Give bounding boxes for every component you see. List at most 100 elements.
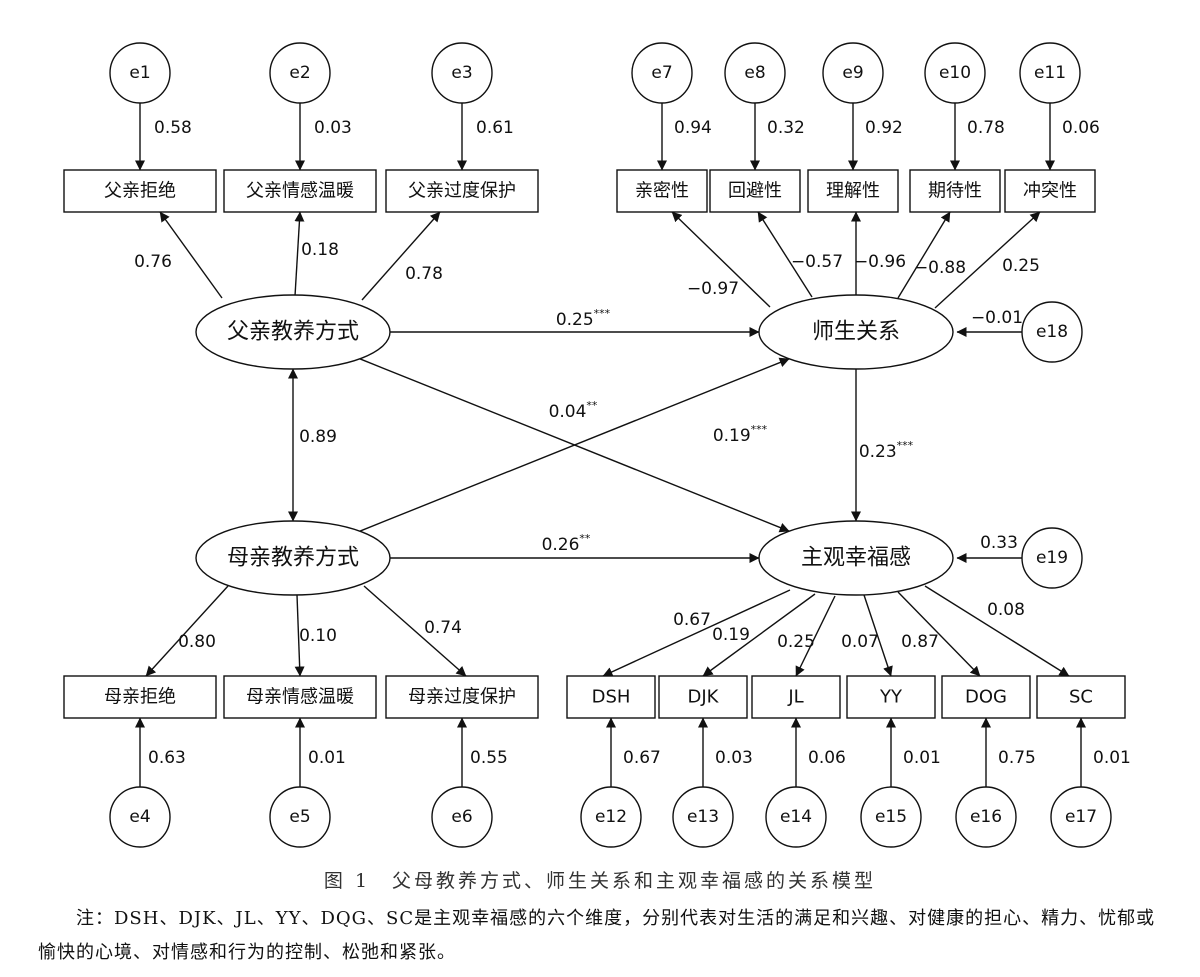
error-e7-label: e7	[651, 63, 672, 83]
teacher-error-coef-1: 0.94	[674, 118, 712, 138]
indicator-father-2-box	[223, 169, 377, 213]
indicator-father-1-label: 父亲拒绝	[104, 181, 176, 202]
swb-loading-path-3	[795, 595, 836, 677]
teacher-loading-path-2	[757, 211, 813, 298]
teacher-loading-path-4	[897, 211, 951, 299]
mother-error-coef-1: 0.63	[148, 748, 186, 768]
mother-error-coef-3: 0.55	[470, 748, 508, 768]
path-mother-teacher-coef: 0.19***	[713, 423, 768, 447]
swb-error-coef-5: 0.75	[998, 748, 1036, 768]
error-e16-label: e16	[970, 807, 1002, 827]
father-loading-path-3	[361, 211, 441, 301]
father-loading-path-1	[159, 211, 223, 299]
swb-error-coef-3: 0.06	[808, 748, 846, 768]
swb-loading-coef-3: 0.25	[777, 632, 815, 652]
error-e18-label: e18	[1036, 322, 1068, 342]
error-e16-circle	[955, 786, 1017, 848]
teacher-loading-path-5	[934, 211, 1041, 309]
error-e2-circle	[269, 42, 331, 104]
error-e7-circle	[631, 42, 693, 104]
error-e19-label: e19	[1036, 548, 1068, 568]
error-e19-circle	[1021, 527, 1083, 589]
father-loading-path-2	[294, 211, 305, 297]
path-teacher-swb-coef: 0.23***	[859, 439, 914, 463]
indicator-swb-2-box	[658, 675, 748, 719]
father-loading-coef-3: 0.78	[405, 264, 443, 284]
error-e9-circle	[822, 42, 884, 104]
error-e13-circle	[672, 786, 734, 848]
swb-loading-coef-4: 0.07	[841, 632, 879, 652]
error-e15-label: e15	[875, 807, 907, 827]
swb-loading-path-5	[897, 591, 981, 677]
indicator-teacher-4-box	[909, 169, 1001, 213]
teacher-loading-coef-2: −0.57	[791, 252, 843, 272]
teacher-loading-coef-1: −0.97	[687, 279, 739, 299]
corr-father-mother-coef: 0.89	[299, 427, 337, 447]
indicator-teacher-2-box	[709, 169, 801, 213]
error-e10-circle	[924, 42, 986, 104]
error-e18-circle	[1021, 301, 1083, 363]
indicator-swb-4-label: YY	[879, 687, 903, 708]
indicator-teacher-5-label: 冲突性	[1023, 181, 1077, 202]
latent-swb-label: 主观幸福感	[801, 546, 911, 571]
swb-loading-path-6	[924, 585, 1070, 677]
error-e14-label: e14	[780, 807, 812, 827]
father-loading-coef-1: 0.76	[134, 252, 172, 272]
teacher-error-coef-3: 0.92	[865, 118, 903, 138]
father-loading-coef-2: 0.18	[301, 240, 339, 260]
teacher-error-coef-4: 0.78	[967, 118, 1005, 138]
indicator-swb-6-label: SC	[1069, 687, 1093, 708]
mother-loading-coef-1: 0.80	[178, 632, 216, 652]
path-father-teacher-coef: 0.25***	[556, 307, 611, 331]
swb-loading-coef-1: 0.67	[673, 610, 711, 630]
indicator-swb-1-label: DSH	[592, 687, 631, 708]
error-e8-label: e8	[744, 63, 765, 83]
indicator-father-1-box	[63, 169, 217, 213]
mother-loading-path-1	[145, 585, 229, 677]
indicator-teacher-1-label: 亲密性	[635, 181, 689, 202]
indicator-swb-6-box	[1036, 675, 1126, 719]
latent-teacher-ellipse	[758, 294, 954, 370]
error-e11-label: e11	[1034, 63, 1066, 83]
swb-loading-path-2	[702, 593, 816, 677]
figure-note: 注：DSH、DJK、JL、YY、DQG、SC是主观幸福感的六个维度，分别代表对生…	[38, 908, 1156, 963]
error-e6-circle	[431, 786, 493, 848]
error-e6-label: e6	[451, 807, 472, 827]
indicator-teacher-3-box	[807, 169, 899, 213]
swb-loading-path-1	[602, 589, 791, 677]
error-e12-label: e12	[595, 807, 627, 827]
teacher-loading-coef-4: −0.88	[914, 258, 966, 278]
indicator-mother-1-box	[63, 675, 217, 719]
error-e10-label: e10	[939, 63, 971, 83]
latent-swb-ellipse	[758, 520, 954, 596]
mother-error-coef-2: 0.01	[308, 748, 346, 768]
indicator-mother-1-label: 母亲拒绝	[104, 687, 176, 708]
indicator-mother-2-box	[223, 675, 377, 719]
swb-error-coef-4: 0.01	[903, 748, 941, 768]
error-e11-circle	[1019, 42, 1081, 104]
indicator-swb-2-label: DJK	[688, 687, 720, 708]
father-error-coef-2: 0.03	[314, 118, 352, 138]
father-error-coef-1: 0.58	[154, 118, 192, 138]
error-e12-circle	[580, 786, 642, 848]
teacher-loading-coef-5: 0.25	[1002, 256, 1040, 276]
indicator-mother-2-label: 母亲情感温暖	[246, 687, 354, 708]
indicator-swb-4-box	[846, 675, 936, 719]
error-e3-circle	[431, 42, 493, 104]
swb-error-coef-6: 0.01	[1093, 748, 1131, 768]
swb-loading-coef-2: 0.19	[712, 625, 750, 645]
mother-loading-path-2	[294, 594, 305, 677]
teacher-error-coef-5: 0.06	[1062, 118, 1100, 138]
indicator-teacher-3-label: 理解性	[826, 181, 880, 202]
latent-mother-label: 母亲教养方式	[227, 546, 359, 571]
error-e3-label: e3	[451, 63, 472, 83]
teacher-loading-coef-3: −0.96	[854, 252, 906, 272]
indicator-mother-3-label: 母亲过度保护	[408, 687, 516, 708]
indicator-father-3-label: 父亲过度保护	[408, 181, 516, 202]
swb-loading-coef-5: 0.87	[901, 632, 939, 652]
mother-loading-coef-3: 0.74	[424, 618, 462, 638]
indicator-swb-1-box	[566, 675, 656, 719]
teacher-loading-path-1	[671, 211, 771, 308]
indicator-mother-3-box	[385, 675, 539, 719]
